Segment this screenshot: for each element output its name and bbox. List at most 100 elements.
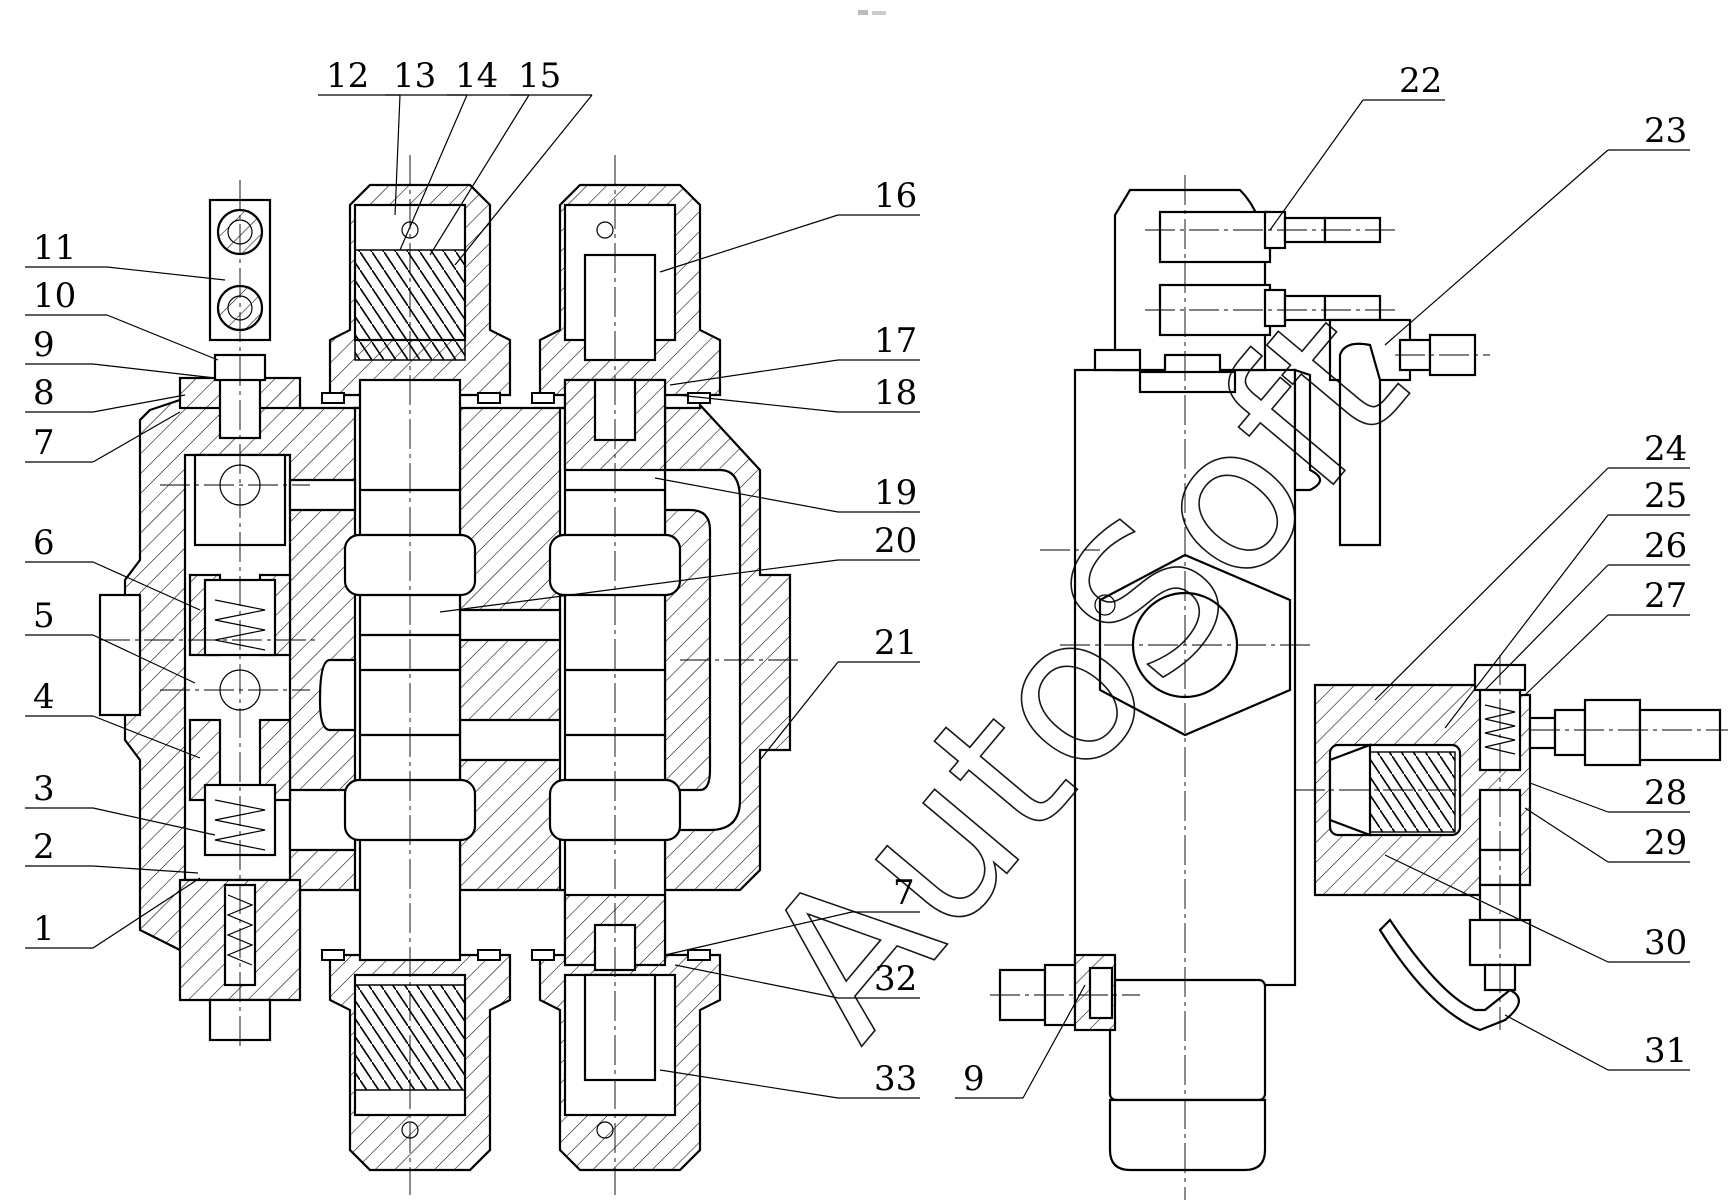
leader-line <box>429 94 530 256</box>
callout-number: 7 <box>893 873 915 913</box>
leader-line <box>659 214 839 273</box>
left-port <box>98 593 142 717</box>
leader-line <box>399 94 468 251</box>
callout-number: 7 <box>33 423 55 463</box>
callout-number: 9 <box>963 1059 985 1099</box>
leader-line <box>1269 99 1364 231</box>
callout-c25: 25 <box>1444 476 1690 729</box>
callout-number: 2 <box>33 827 55 867</box>
leader-line <box>92 807 216 836</box>
leader-line <box>439 559 839 613</box>
callout-number: 17 <box>874 321 917 361</box>
callout-number: 23 <box>1644 111 1687 151</box>
callout-c27: 27 <box>1524 576 1690 696</box>
channel-mid <box>318 658 357 732</box>
callout-c16: 16 <box>659 176 920 273</box>
leader-line <box>677 394 839 413</box>
leader-line <box>92 865 199 874</box>
callout-c12: 12 <box>318 56 401 216</box>
callout-number: 12 <box>326 56 369 96</box>
callout-c9a: 9 <box>25 325 216 379</box>
leader-line <box>92 561 201 611</box>
callout-c28: 28 <box>1529 773 1690 813</box>
leader-line <box>1384 149 1609 346</box>
callout-c33: 33 <box>659 1059 920 1099</box>
callout-c26: 26 <box>1484 526 1690 691</box>
leader-line <box>92 394 186 413</box>
callout-c23: 23 <box>1384 111 1690 346</box>
leader-line <box>106 314 219 361</box>
callout-number: 28 <box>1644 773 1687 813</box>
callout-number: 31 <box>1644 1031 1687 1071</box>
callout-number: 8 <box>33 373 55 413</box>
callout-number: 29 <box>1644 823 1687 863</box>
leader-line <box>92 634 196 684</box>
callout-c15: 15 <box>454 56 593 266</box>
callout-number: 25 <box>1644 476 1687 516</box>
spool-2-top <box>583 253 657 362</box>
callout-number: 22 <box>1399 61 1442 101</box>
callout-number: 32 <box>874 959 917 999</box>
callout-c4: 4 <box>25 677 201 759</box>
leader-line <box>1384 854 1609 963</box>
callout-c1: 1 <box>25 877 201 949</box>
callout-c2: 2 <box>25 827 199 874</box>
callout-c29: 29 <box>1524 807 1690 863</box>
callout-number: 6 <box>33 523 55 563</box>
callout-c7b: 7 <box>664 873 920 956</box>
callout-c10: 10 <box>25 276 219 361</box>
leader-line <box>92 877 201 949</box>
callout-c7a: 7 <box>25 411 181 463</box>
main-section-view <box>98 155 800 1195</box>
leader-line <box>1484 564 1609 691</box>
leader-line <box>1524 614 1609 696</box>
callout-number: 19 <box>874 473 917 513</box>
callout-c31: 31 <box>1504 1014 1690 1071</box>
callout-number: 5 <box>33 596 55 636</box>
leader-line <box>669 359 839 386</box>
leader-line <box>1504 1014 1609 1071</box>
callout-number: 27 <box>1644 576 1687 616</box>
leader-line <box>454 94 593 266</box>
callout-number: 15 <box>518 56 561 96</box>
callout-number: 13 <box>393 56 436 96</box>
leader-line <box>654 477 839 513</box>
callout-number: 9 <box>33 325 55 365</box>
callout-c18: 18 <box>677 373 920 413</box>
leader-line <box>394 94 401 216</box>
leader-line <box>92 411 181 463</box>
leader-line <box>1022 984 1086 1099</box>
callout-c8: 8 <box>25 373 186 413</box>
callout-number: 11 <box>33 228 76 268</box>
callout-number: 26 <box>1644 526 1687 566</box>
callout-c21: 21 <box>759 623 920 761</box>
callout-c20: 20 <box>439 521 920 613</box>
leader-line <box>1524 807 1609 863</box>
callout-number: 4 <box>33 677 55 717</box>
callout-number: 18 <box>874 373 917 413</box>
leader-line <box>759 661 839 761</box>
leader-line <box>92 363 216 379</box>
callout-c17: 17 <box>669 321 920 386</box>
leader-line <box>664 911 853 956</box>
leader-line <box>659 1069 839 1099</box>
callout-c19: 19 <box>654 473 920 513</box>
lower-housing <box>1108 978 1267 1102</box>
callout-number: 1 <box>33 909 55 949</box>
callout-number: 24 <box>1644 429 1687 469</box>
leader-line <box>1444 514 1609 729</box>
callout-c30: 30 <box>1384 854 1690 963</box>
leader-line <box>1374 467 1609 701</box>
callout-number: 3 <box>33 769 55 809</box>
leader-line <box>92 715 201 759</box>
callout-number: 16 <box>874 176 917 216</box>
callout-number: 30 <box>1644 923 1687 963</box>
callout-number: 21 <box>874 623 917 663</box>
header-mark <box>858 10 886 15</box>
callout-number: 10 <box>33 276 76 316</box>
leader-line <box>106 266 226 281</box>
callout-c24: 24 <box>1374 429 1690 701</box>
callout-number: 33 <box>874 1059 917 1099</box>
callout-number: 20 <box>874 521 917 561</box>
